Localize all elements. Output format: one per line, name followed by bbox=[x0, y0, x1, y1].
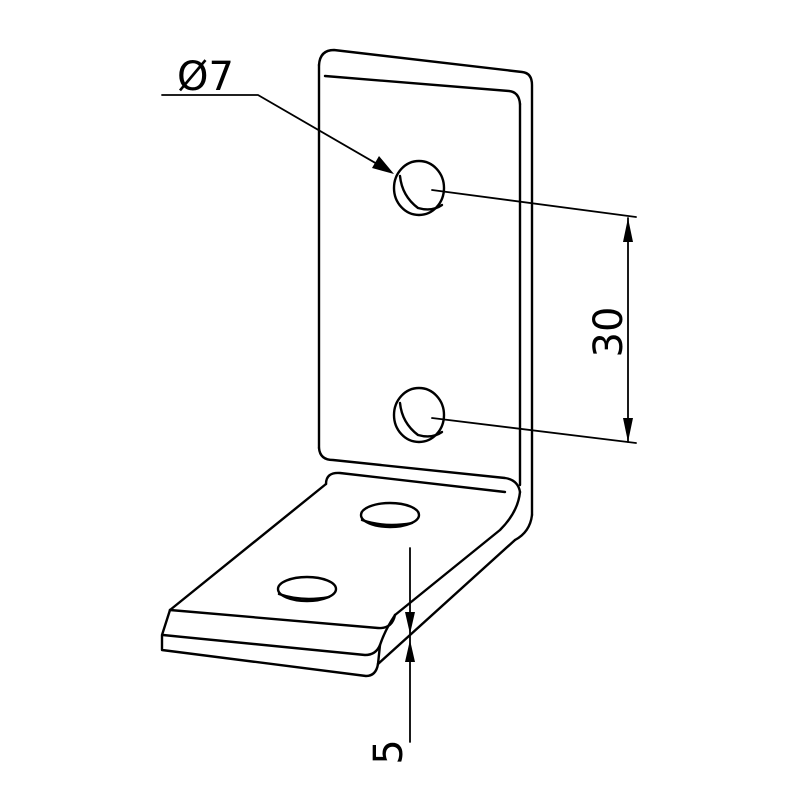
vertical-leg-top-face-line bbox=[323, 74, 522, 106]
upper-hole bbox=[392, 159, 446, 217]
horizontal-leg bbox=[160, 482, 522, 678]
bend-upper-line bbox=[317, 446, 522, 494]
foot-holes bbox=[276, 501, 421, 603]
foot-left-edge bbox=[168, 482, 328, 612]
foot-corner-round bbox=[376, 613, 397, 666]
spacing-dimension bbox=[431, 189, 637, 444]
lower-hole bbox=[392, 386, 446, 444]
thickness-dimension bbox=[405, 547, 415, 743]
foot-right-edge bbox=[393, 490, 522, 617]
hole-spacing-label: 30 bbox=[586, 307, 632, 358]
vertical-leg bbox=[317, 48, 534, 517]
plate-thickness-label: 5 bbox=[366, 739, 412, 764]
diameter-leader-line bbox=[161, 94, 385, 169]
vertical-leg-top-end bbox=[317, 48, 534, 517]
diameter-arrowhead bbox=[372, 156, 394, 174]
foot-front-face bbox=[160, 608, 380, 678]
foot-front-top-edge bbox=[168, 608, 397, 630]
rear-foot-hole-inner bbox=[360, 518, 414, 527]
thickness-arrow-bottom bbox=[405, 640, 415, 662]
spacing-arrow-bottom bbox=[623, 418, 633, 442]
foot-thickness-line bbox=[161, 633, 382, 657]
spacing-arrow-top bbox=[623, 218, 633, 242]
spacing-extension-upper bbox=[431, 189, 637, 218]
foot-bottom-back-edge bbox=[376, 538, 517, 666]
hole-diameter-label: Ø7 bbox=[177, 54, 234, 100]
lower-hole-inner bbox=[398, 401, 444, 438]
bend-outer-curve bbox=[513, 513, 534, 542]
front-foot-hole-inner bbox=[277, 592, 331, 601]
bend-lower-line bbox=[324, 471, 507, 494]
bracket-bend bbox=[317, 446, 534, 542]
vertical-leg-holes bbox=[392, 159, 446, 444]
front-foot-hole bbox=[276, 575, 338, 603]
diameter-dimension bbox=[161, 94, 394, 174]
rear-foot-hole bbox=[359, 501, 421, 529]
upper-hole-inner bbox=[398, 174, 444, 211]
thickness-arrow-top bbox=[405, 612, 415, 634]
spacing-extension-lower bbox=[431, 417, 637, 444]
